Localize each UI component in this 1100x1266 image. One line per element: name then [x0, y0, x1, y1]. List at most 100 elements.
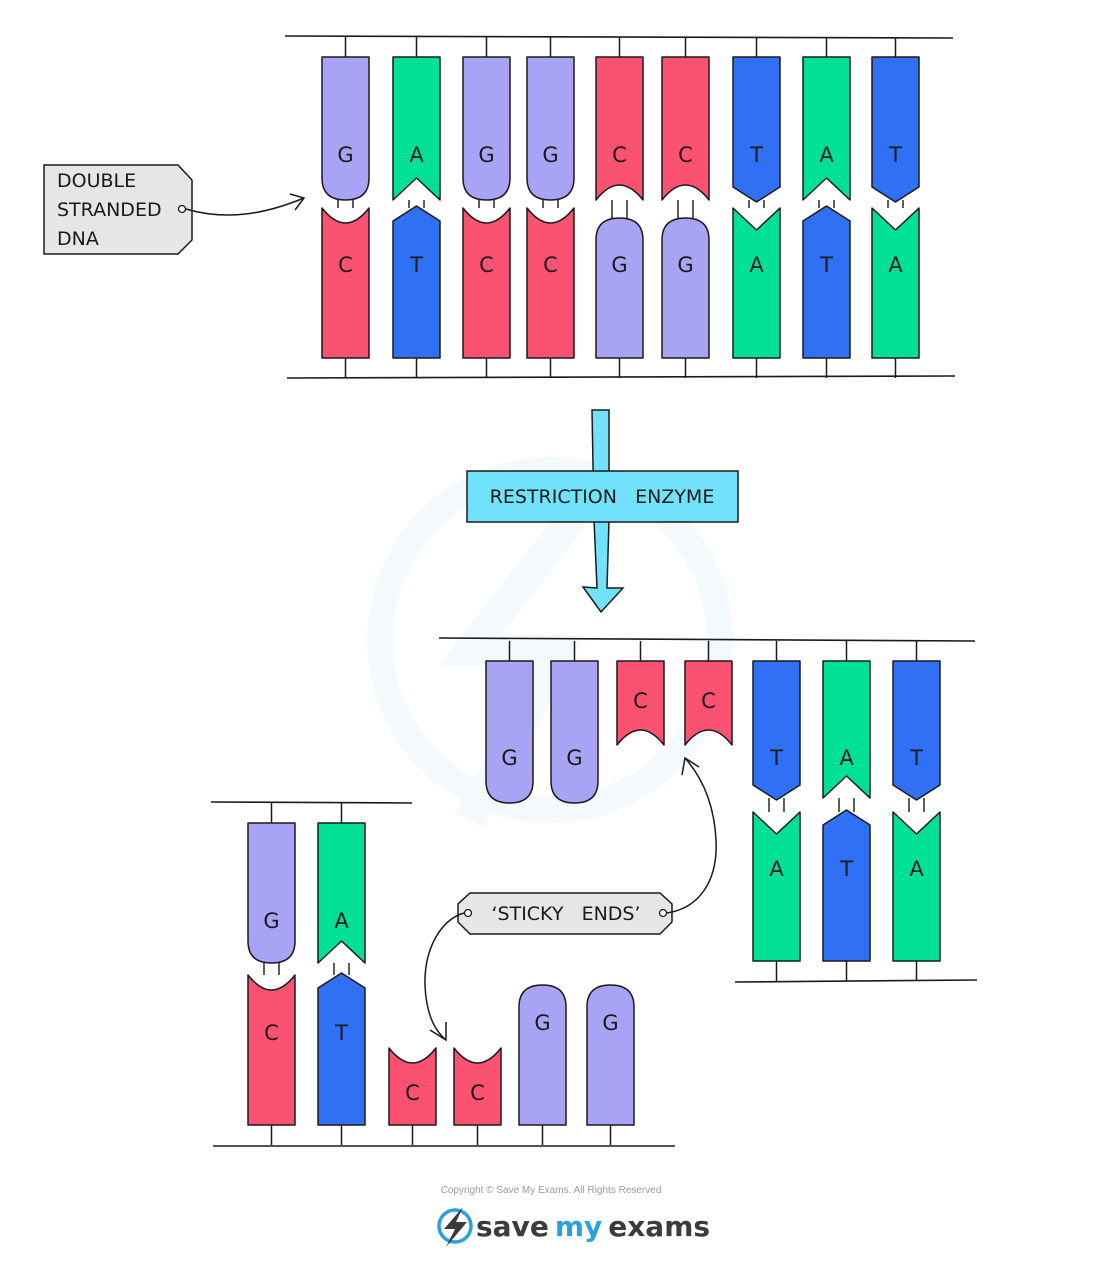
left-bottom-base-0-shape	[247, 974, 296, 1126]
lightning-bolt-icon	[437, 1208, 473, 1244]
intact-hydrogen-bond-6	[748, 200, 765, 208]
right-top-base-2: C	[616, 641, 665, 746]
sticky-ends-tag: ‘STICKY ENDS’	[424, 756, 717, 1042]
right-bottom-base-1-letter: T	[839, 857, 853, 881]
intact-bottom-base-7-shape	[802, 205, 851, 359]
intact-bottom-base-6: A	[732, 207, 781, 378]
right-bottom-base-0-shape	[752, 811, 801, 962]
right-top-base-6: T	[892, 641, 941, 801]
left-bottom-base-1-shape	[317, 972, 366, 1126]
sticky-hole-right-icon	[658, 908, 668, 918]
intact-bottom-base-2: C	[462, 207, 511, 378]
intact-top-base-4-letter: C	[612, 143, 627, 167]
intact-top-base-8-shape	[871, 56, 920, 203]
right-top-backbone	[438, 637, 976, 642]
sticky-arrowhead-up-icon	[681, 756, 700, 776]
intact-bottom-base-8: A	[871, 207, 920, 378]
intact-bottom-base-4: G	[595, 217, 644, 378]
intact-bottom-base-1: T	[392, 205, 441, 378]
brand-my: my	[555, 1210, 602, 1243]
left-top-base-1-shape	[317, 822, 366, 964]
right-top-base-3-shape	[684, 660, 733, 746]
brand-save: save	[476, 1210, 549, 1243]
intact-top-base-4-shape	[595, 56, 644, 201]
left-hydrogen-bond-1	[333, 963, 350, 975]
right-hydrogen-bond-0	[768, 798, 785, 812]
left-bottom-base-2: C	[388, 1047, 437, 1145]
intact-top-base-4: C	[595, 37, 644, 201]
intact-top-base-1: A	[392, 37, 441, 201]
right-top-base-1-shape	[550, 660, 599, 804]
intact-bottom-base-8-letter: A	[888, 253, 903, 277]
right-top-base-6-letter: T	[909, 746, 923, 770]
intact-bottom-base-7-letter: T	[819, 253, 833, 277]
left-top-backbone	[210, 801, 413, 804]
left-top-base-1-letter: A	[334, 909, 349, 933]
right-top-base-5-shape	[822, 660, 871, 799]
intact-bottom-base-8-shape	[871, 207, 920, 359]
sticky-pointer-up	[666, 757, 717, 914]
left-bottom-base-5-letter: G	[602, 1011, 618, 1035]
right-bottom-base-0: A	[752, 811, 801, 981]
intact-bottom-base-2-letter: C	[479, 253, 494, 277]
right-top-base-3-letter: C	[701, 689, 716, 713]
left-bottom-base-2-letter: C	[405, 1081, 420, 1105]
intact-hydrogen-bond-2	[478, 200, 495, 208]
intact-top-base-5: C	[661, 37, 710, 201]
intact-bottom-base-3-shape	[526, 207, 575, 359]
intact-top-base-3: G	[526, 37, 575, 201]
left-bottom-base-1: T	[317, 972, 366, 1145]
right-top-base-2-letter: C	[633, 689, 648, 713]
right-top-base-2-shape	[616, 660, 665, 746]
right-top-base-5-letter: A	[839, 746, 854, 770]
right-top-base-0-letter: G	[501, 746, 517, 770]
left-top-base-0-shape	[247, 822, 296, 964]
intact-top-base-5-letter: C	[678, 143, 693, 167]
intact-top-base-2-shape	[462, 56, 511, 201]
intact-top-base-0-letter: G	[337, 143, 353, 167]
left-bottom-base-5-shape	[586, 984, 635, 1126]
copyright-text: Copyright © Save My Exams. All Rights Re…	[441, 1185, 662, 1196]
right-bottom-base-1: T	[822, 809, 871, 981]
intact-hydrogen-bond-7	[818, 200, 835, 208]
intact-top-base-2-letter: G	[478, 143, 494, 167]
intact-hydrogen-bond-3	[542, 200, 559, 208]
intact-top-base-1-letter: A	[409, 143, 424, 167]
left-bottom-base-3-shape	[453, 1047, 502, 1126]
tag-hole-icon	[177, 204, 187, 214]
intact-bottom-base-1-shape	[392, 205, 441, 359]
enzyme-label-box	[466, 470, 739, 523]
right-top-base-4-shape	[752, 660, 801, 801]
intact-bottom-base-1-letter: T	[409, 253, 423, 277]
intact-bottom-base-7: T	[802, 205, 851, 378]
intact-bottom-base-2-shape	[462, 207, 511, 359]
intact-hydrogen-bond-5	[677, 200, 694, 218]
right-top-base-1: G	[550, 641, 599, 804]
intact-bottom-base-3: C	[526, 207, 575, 378]
right-bottom-base-2: A	[892, 811, 941, 981]
intact-hydrogen-bond-4	[611, 200, 628, 218]
right-bottom-base-2-letter: A	[909, 857, 924, 881]
right-top-base-1-letter: G	[566, 746, 582, 770]
intact-bottom-base-5-letter: G	[677, 253, 693, 277]
intact-bottom-base-6-letter: A	[749, 253, 764, 277]
right-top-base-4: T	[752, 641, 801, 801]
intact-bottom-base-0-letter: C	[338, 253, 353, 277]
intact-bottom-base-6-shape	[732, 207, 781, 359]
intact-top-base-6: T	[732, 37, 781, 203]
intact-top-base-6-letter: T	[749, 143, 763, 167]
intact-top-base-8: T	[871, 37, 920, 203]
left-bottom-base-3-letter: C	[470, 1081, 485, 1105]
intact-hydrogen-bond-0	[337, 200, 354, 208]
sticky-arrowhead-down-icon	[429, 1022, 447, 1042]
sticky-hole-left-icon	[463, 908, 473, 918]
intact-top-base-8-letter: T	[888, 143, 902, 167]
right-hydrogen-bond-2	[908, 798, 925, 812]
sticky-pointer-down	[424, 912, 465, 1041]
intact-bottom-base-4-letter: G	[611, 253, 627, 277]
